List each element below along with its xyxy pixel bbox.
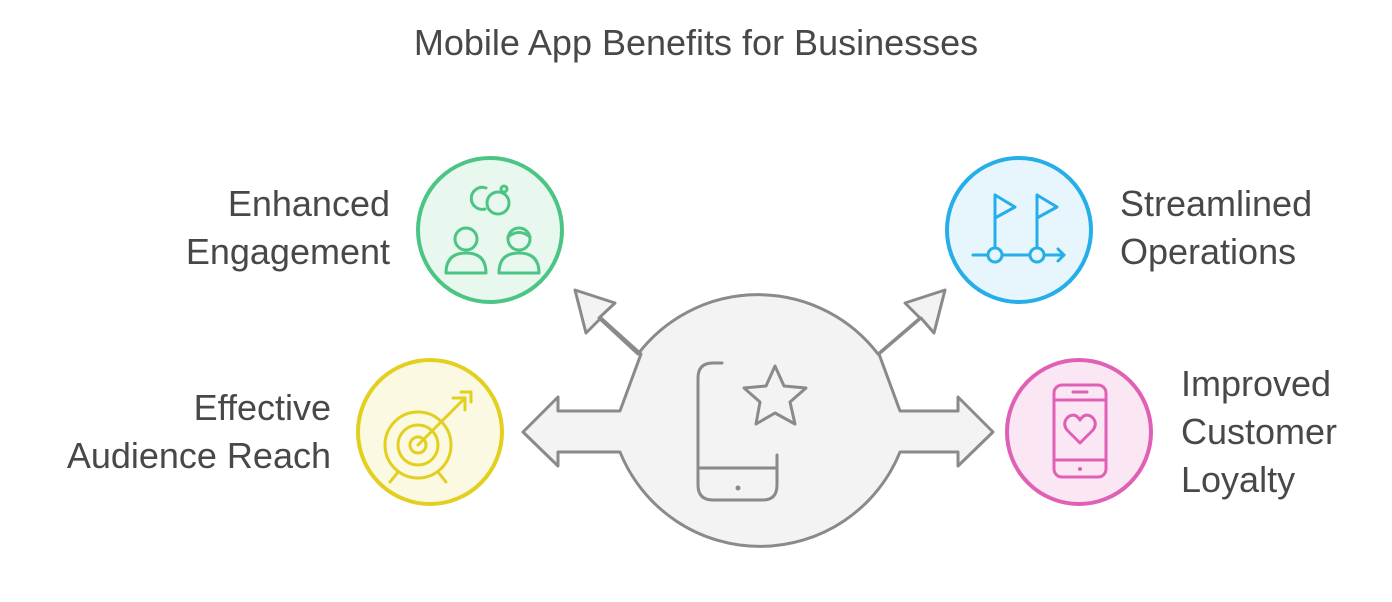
flags-path-icon <box>971 193 1066 264</box>
label-loyalty: Improved Customer Loyalty <box>1181 360 1337 504</box>
label-engagement-line1: Enhanced <box>227 183 390 224</box>
diagram-title: Mobile App Benefits for Businesses <box>413 22 979 63</box>
label-reach-line1: Effective <box>193 387 331 428</box>
smartphone-star-icon <box>696 361 808 502</box>
label-loyalty-line2: Customer <box>1181 411 1338 452</box>
label-engagement-line2: Engagement <box>185 231 390 272</box>
label-reach-line2: Audience Reach <box>66 435 331 476</box>
loyalty-circle <box>1005 358 1153 506</box>
label-operations-line1: Streamlined <box>1120 183 1313 224</box>
label-operations-line2: Operations <box>1120 231 1297 272</box>
engagement-circle <box>416 156 564 304</box>
people-rings-icon <box>444 184 541 275</box>
operations-circle <box>945 156 1093 304</box>
label-engagement: Enhanced Engagement <box>186 180 390 276</box>
label-loyalty-line3: Loyalty <box>1181 459 1296 500</box>
label-operations: Streamlined Operations <box>1120 180 1312 276</box>
label-loyalty-line1: Improved <box>1181 363 1332 404</box>
phone-heart-icon <box>1052 383 1108 479</box>
label-reach: Effective Audience Reach <box>67 384 331 480</box>
target-arrow-icon <box>383 390 473 484</box>
